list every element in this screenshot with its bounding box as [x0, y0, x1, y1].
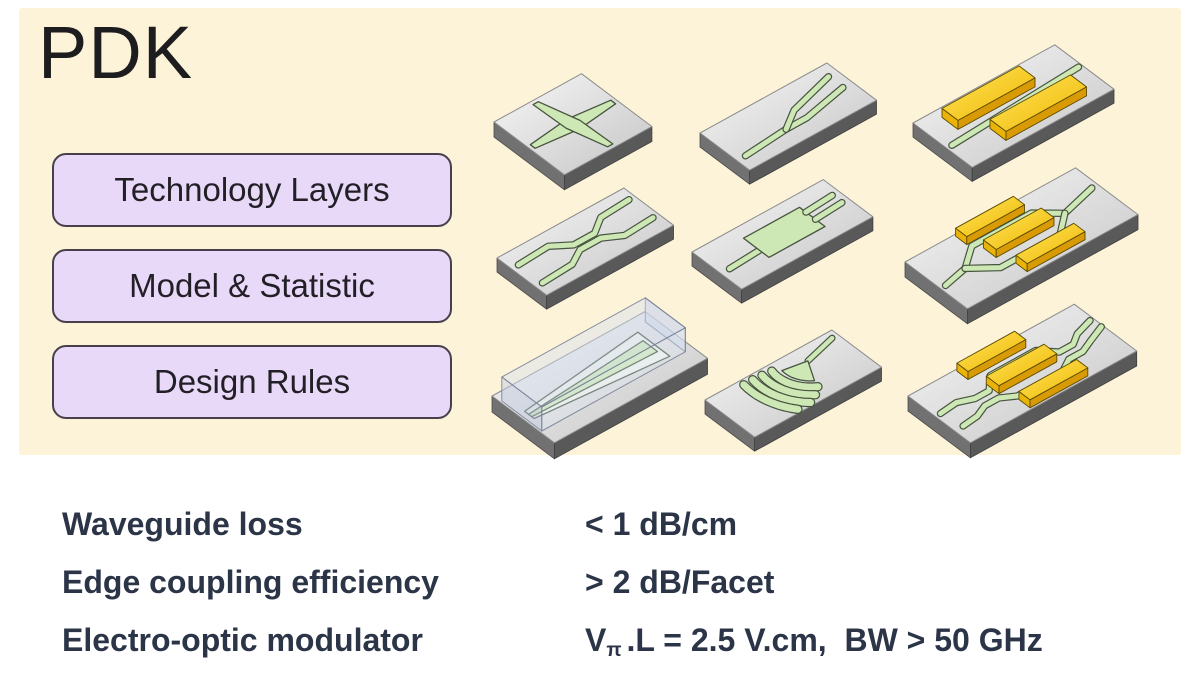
- spec-list: Waveguide loss < 1 dB/cm Edge coupling e…: [62, 495, 1172, 669]
- model-statistic-button[interactable]: Model & Statistic: [52, 249, 452, 323]
- pdk-button-column: Technology Layers Model & Statistic Desi…: [52, 153, 452, 441]
- spec-row-edge-coupling: Edge coupling efficiency > 2 dB/Facet: [62, 553, 1172, 611]
- spec-row-waveguide-loss: Waveguide loss < 1 dB/cm: [62, 495, 1172, 553]
- spec-value: < 1 dB/cm: [585, 505, 738, 542]
- spec-label: Waveguide loss: [62, 505, 303, 542]
- design-rules-button[interactable]: Design Rules: [52, 345, 452, 419]
- spec-label: Edge coupling efficiency: [62, 563, 439, 600]
- pi-subscript: π: [606, 639, 622, 662]
- spec-value: > 2 dB/Facet: [585, 563, 775, 600]
- vpi-symbol: V: [585, 621, 607, 658]
- page-title: PDK: [38, 11, 194, 94]
- spec-label: Electro-optic modulator: [62, 621, 423, 658]
- technology-layers-button[interactable]: Technology Layers: [52, 153, 452, 227]
- spec-row-eo-modulator: Electro-optic modulator Vπ.L = 2.5 V.cm,…: [62, 611, 1172, 669]
- spec-value: Vπ.L = 2.5 V.cm, BW > 50 GHz: [585, 621, 1172, 662]
- spec-value-rest: .L = 2.5 V.cm, BW > 50 GHz: [626, 621, 1043, 658]
